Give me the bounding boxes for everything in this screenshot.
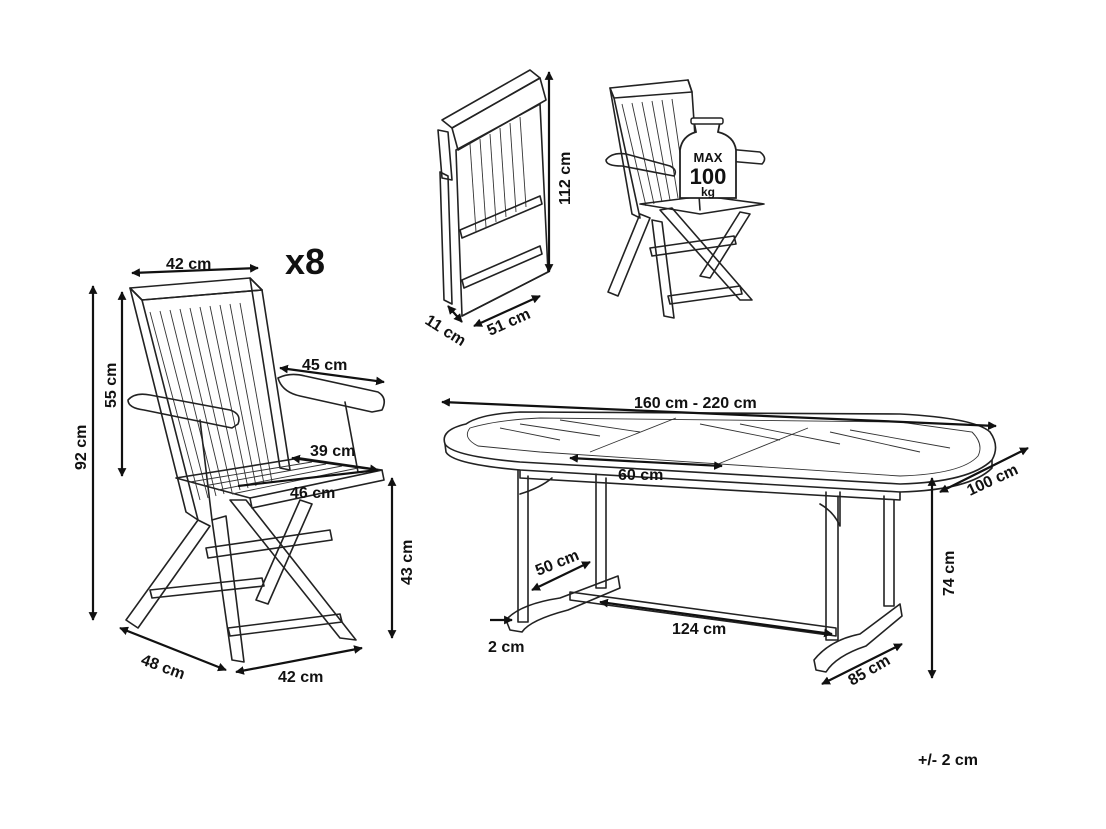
chair-back-width-label: 42 cm — [166, 256, 211, 273]
table-length-label: 160 cm - 220 cm — [634, 395, 757, 412]
table-foot-depth-label: 85 cm — [846, 652, 894, 689]
chair-back-height-label: 55 cm — [103, 363, 120, 408]
table-leg-inset-label: 50 cm — [533, 547, 581, 580]
tolerance-note: +/- 2 cm — [918, 752, 978, 769]
folded-chair-drawing — [437, 69, 549, 317]
table-dimension-lines — [441, 397, 1029, 685]
chair-drawing — [125, 277, 386, 663]
chair-seat-depth-label: 39 cm — [310, 443, 355, 460]
weight-badge-value: 100 — [690, 164, 727, 189]
chair-base-width-label: 42 cm — [278, 669, 323, 686]
weight-badge-max: MAX — [694, 150, 723, 165]
chair-base-depth-label: 48 cm — [139, 652, 187, 683]
folded-height-label: 112 cm — [557, 152, 574, 205]
quantity-label: x8 — [285, 241, 325, 282]
chair-total-height-label: 92 cm — [73, 425, 90, 470]
chair-seat-height-label: 43 cm — [399, 540, 416, 585]
chair-with-weight-drawing — [605, 79, 766, 319]
chair-seat-width-label: 46 cm — [290, 485, 335, 502]
table-height-label: 74 cm — [941, 551, 958, 596]
chair-dimension-lines — [88, 263, 397, 675]
table-leg-span-label: 124 cm — [672, 621, 726, 638]
table-foot-thickness-label: 2 cm — [488, 639, 524, 656]
chair-arm-length-label: 45 cm — [302, 357, 347, 374]
table-extension-label: 60 cm — [618, 467, 663, 484]
folded-dimension-lines — [447, 71, 554, 328]
folded-thickness-label: 11 cm — [422, 312, 469, 350]
weight-badge-unit: kg — [701, 185, 715, 199]
